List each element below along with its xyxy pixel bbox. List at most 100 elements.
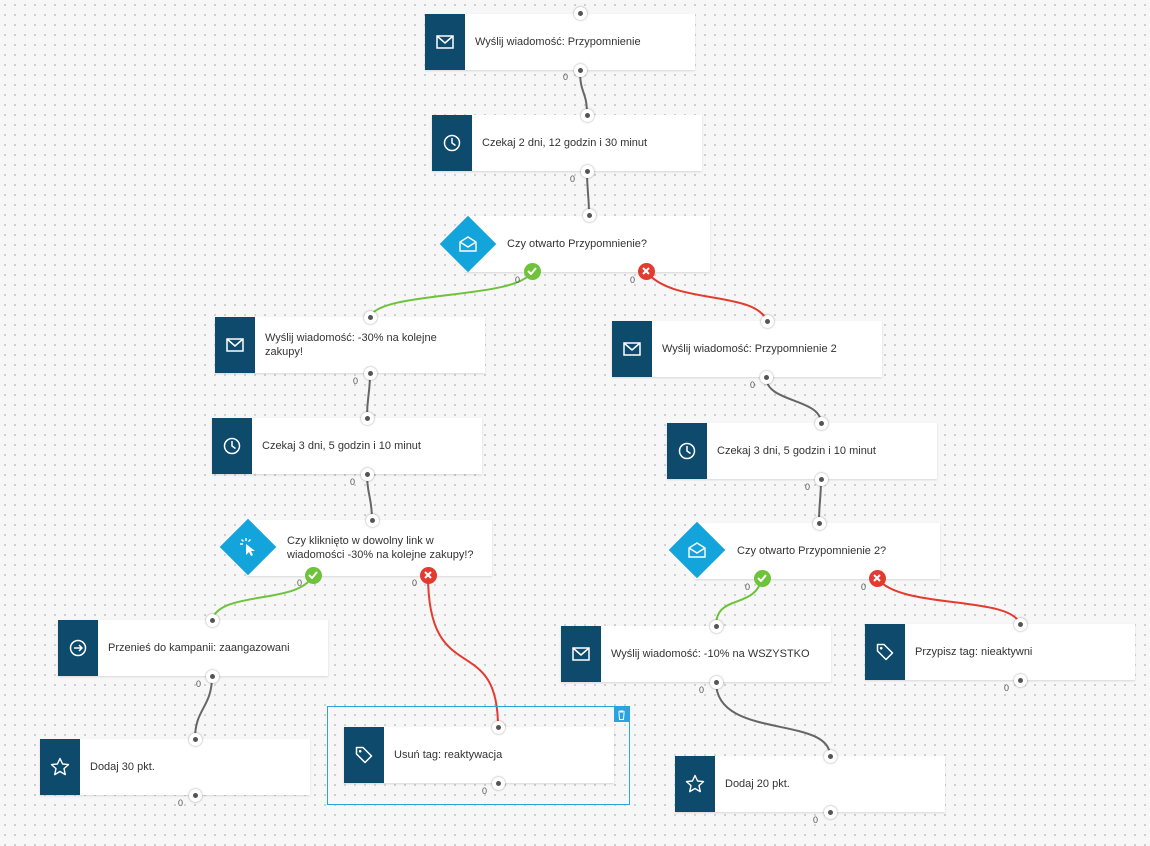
node-label: Czy otwarto Przypomnienie? bbox=[507, 238, 648, 250]
yes-branch-check-icon[interactable] bbox=[523, 262, 541, 280]
trash-icon[interactable] bbox=[614, 707, 629, 722]
wire-n12-yes-n13 bbox=[715, 577, 763, 627]
contact-count: 0 bbox=[350, 477, 356, 487]
no-count: 0 bbox=[861, 582, 867, 592]
output-port[interactable] bbox=[580, 164, 594, 178]
wait-node[interactable]: Czekaj 3 dni, 5 godzin i 10 minut bbox=[667, 423, 937, 479]
star-icon bbox=[40, 739, 80, 795]
yes-count: 0 bbox=[297, 578, 303, 588]
contact-count: 0 bbox=[699, 685, 705, 695]
node-label: Wyślij wiadomość: Przypomnienie 2 bbox=[662, 343, 837, 355]
input-port[interactable] bbox=[823, 749, 837, 763]
input-port[interactable] bbox=[363, 310, 377, 324]
node-label: Usuń tag: reaktywacja bbox=[394, 749, 503, 761]
selection-frame bbox=[327, 706, 630, 805]
contact-count: 0 bbox=[563, 72, 569, 82]
output-port[interactable] bbox=[363, 366, 377, 380]
output-port[interactable] bbox=[814, 472, 828, 486]
no-branch-cross-icon[interactable] bbox=[868, 569, 886, 587]
no-branch-cross-icon[interactable] bbox=[637, 262, 655, 280]
node-label: Przenieś do kampanii: zaangazowani bbox=[108, 642, 290, 654]
node-label: Czekaj 2 dni, 12 godzin i 30 minut bbox=[482, 137, 648, 149]
output-port[interactable] bbox=[188, 788, 202, 802]
node-label: Wyślij wiadomość: -10% na WSZYSTKO bbox=[611, 648, 810, 660]
node-label: Czekaj 3 dni, 5 godzin i 10 minut bbox=[717, 445, 876, 457]
output-port[interactable] bbox=[573, 63, 587, 77]
wire-n10-n11 bbox=[765, 376, 822, 424]
node-label: Przypisz tag: nieaktywni bbox=[915, 646, 1033, 658]
tag-icon bbox=[344, 727, 384, 783]
node-label: Czekaj 3 dni, 5 godzin i 10 minut bbox=[262, 440, 421, 452]
contact-count: 0 bbox=[750, 380, 756, 390]
envelope-icon bbox=[612, 321, 652, 377]
input-port[interactable] bbox=[812, 516, 826, 530]
contact-count: 0 bbox=[813, 815, 819, 825]
output-port[interactable] bbox=[823, 805, 837, 819]
wire-n12-no-n14 bbox=[876, 577, 1021, 625]
yes-count: 0 bbox=[745, 582, 751, 592]
add-points-node[interactable]: Dodaj 20 pkt. bbox=[675, 756, 945, 812]
input-port[interactable] bbox=[365, 513, 379, 527]
input-port[interactable] bbox=[573, 6, 587, 20]
input-port[interactable] bbox=[360, 411, 374, 425]
input-port[interactable] bbox=[580, 108, 594, 122]
output-port[interactable] bbox=[1013, 673, 1027, 687]
input-port[interactable] bbox=[760, 314, 774, 328]
contact-count: 0 bbox=[196, 679, 202, 689]
node-label: Wyślij wiadomość: Przypomnienie bbox=[475, 36, 641, 48]
envelope-icon bbox=[215, 317, 255, 373]
remove-tag-node[interactable]: Usuń tag: reaktywacja bbox=[344, 727, 614, 783]
contact-count: 0 bbox=[1004, 683, 1010, 693]
condition-node-opened[interactable]: Czy otwarto Przypomnienie? bbox=[465, 216, 710, 272]
node-label: Dodaj 20 pkt. bbox=[725, 778, 790, 790]
tag-icon bbox=[865, 624, 905, 680]
output-port[interactable] bbox=[360, 467, 374, 481]
output-port[interactable] bbox=[709, 675, 723, 689]
input-port[interactable] bbox=[814, 416, 828, 430]
move-to-campaign-node[interactable]: Przenieś do kampanii: zaangazowani bbox=[58, 620, 328, 676]
send-message-node[interactable]: Wyślij wiadomość: Przypomnienie 2 bbox=[612, 321, 882, 377]
output-port[interactable] bbox=[491, 776, 505, 790]
yes-branch-check-icon[interactable] bbox=[753, 569, 771, 587]
input-port[interactable] bbox=[205, 613, 219, 627]
contact-count: 0 bbox=[805, 482, 811, 492]
wait-node[interactable]: Czekaj 2 dni, 12 godzin i 30 minut bbox=[432, 115, 702, 171]
add-points-node[interactable]: Dodaj 30 pkt. bbox=[40, 739, 310, 795]
open-envelope-icon bbox=[448, 224, 488, 264]
wait-node[interactable]: Czekaj 3 dni, 5 godzin i 10 minut bbox=[212, 418, 482, 474]
wire-n3-no-n10 bbox=[645, 270, 768, 322]
input-port[interactable] bbox=[188, 732, 202, 746]
node-label: Dodaj 30 pkt. bbox=[90, 761, 155, 773]
contact-count: 0 bbox=[353, 376, 359, 386]
clock-icon bbox=[667, 423, 707, 479]
contact-count: 0 bbox=[482, 786, 488, 796]
contact-count: 0 bbox=[178, 798, 184, 808]
output-port[interactable] bbox=[759, 370, 773, 384]
clock-icon bbox=[212, 418, 252, 474]
condition-node-clicked[interactable]: Czy kliknięto w dowolny link w wiadomośc… bbox=[247, 520, 492, 576]
arrow-circle-icon bbox=[58, 620, 98, 676]
send-message-node[interactable]: Wyślij wiadomość: -30% na kolejne zakupy… bbox=[215, 317, 485, 373]
send-message-node[interactable]: Wyślij wiadomość: -10% na WSZYSTKO bbox=[561, 626, 831, 682]
wire-n13-n15 bbox=[715, 681, 831, 757]
node-label: Czy kliknięto w dowolny link w wiadomośc… bbox=[287, 535, 474, 561]
no-count: 0 bbox=[412, 578, 418, 588]
wire-n6-no-n9 bbox=[427, 574, 499, 728]
condition-node-opened-2[interactable]: Czy otwarto Przypomnienie 2? bbox=[695, 523, 940, 579]
contact-count: 0 bbox=[570, 174, 576, 184]
wire-n3-yes-n4 bbox=[369, 270, 533, 318]
yes-branch-check-icon[interactable] bbox=[304, 566, 322, 584]
input-port[interactable] bbox=[709, 619, 723, 633]
assign-tag-node[interactable]: Przypisz tag: nieaktywni bbox=[865, 624, 1135, 680]
node-label: Czy otwarto Przypomnienie 2? bbox=[737, 545, 887, 557]
input-port[interactable] bbox=[1013, 617, 1027, 631]
input-port[interactable] bbox=[491, 720, 505, 734]
node-label: Wyślij wiadomość: -30% na kolejne zakupy… bbox=[265, 332, 437, 358]
input-port[interactable] bbox=[582, 208, 596, 222]
star-icon bbox=[675, 756, 715, 812]
open-envelope-icon bbox=[677, 530, 717, 570]
no-branch-cross-icon[interactable] bbox=[419, 566, 437, 584]
send-message-node[interactable]: Wyślij wiadomość: Przypomnienie bbox=[425, 14, 695, 70]
output-port[interactable] bbox=[205, 669, 219, 683]
